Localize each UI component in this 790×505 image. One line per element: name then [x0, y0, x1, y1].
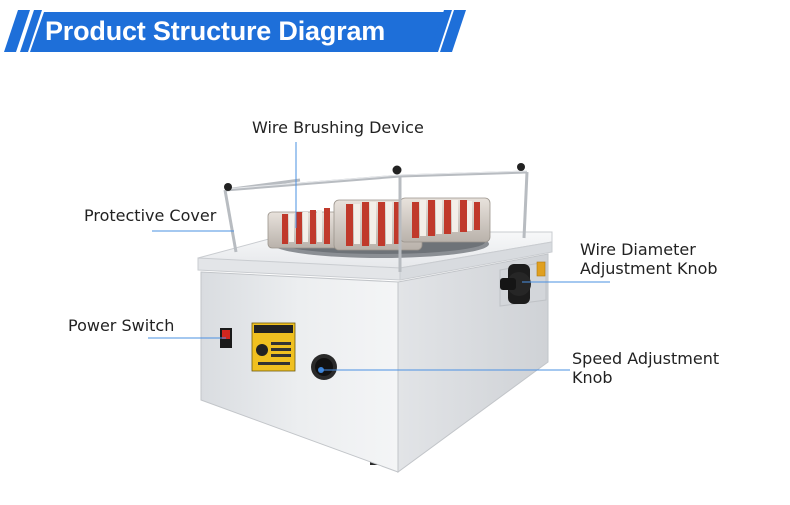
page-title: Product Structure Diagram	[45, 16, 386, 46]
header-banner: Product Structure Diagram	[0, 0, 790, 60]
label-wire-diameter-line1: Wire Diameter	[580, 240, 696, 259]
label-wire-diameter-knob: Wire Diameter Adjustment Knob	[580, 240, 718, 278]
label-speed-line1: Speed Adjustment	[572, 349, 720, 368]
cabinet-side	[397, 253, 549, 473]
label-speed-adjustment-knob: Speed Adjustment Knob	[572, 349, 719, 387]
label-protective-cover: Protective Cover	[84, 206, 217, 225]
wire-brushes	[267, 197, 491, 251]
label-wire-brushing-device: Wire Brushing Device	[252, 118, 424, 137]
leader-lines	[148, 142, 610, 371]
warning-sticker-small	[536, 261, 546, 277]
warning-label	[251, 322, 296, 372]
cabinet-front	[200, 271, 399, 473]
banner-shape	[4, 10, 466, 52]
wire-diameter-knob	[500, 264, 531, 304]
protective-cover-frame	[223, 170, 529, 272]
label-power-switch: Power Switch	[68, 316, 175, 335]
speed-knob	[311, 354, 337, 380]
label-speed-line2: Knob	[572, 368, 613, 387]
label-wire-diameter-line2: Adjustment Knob	[580, 259, 718, 278]
